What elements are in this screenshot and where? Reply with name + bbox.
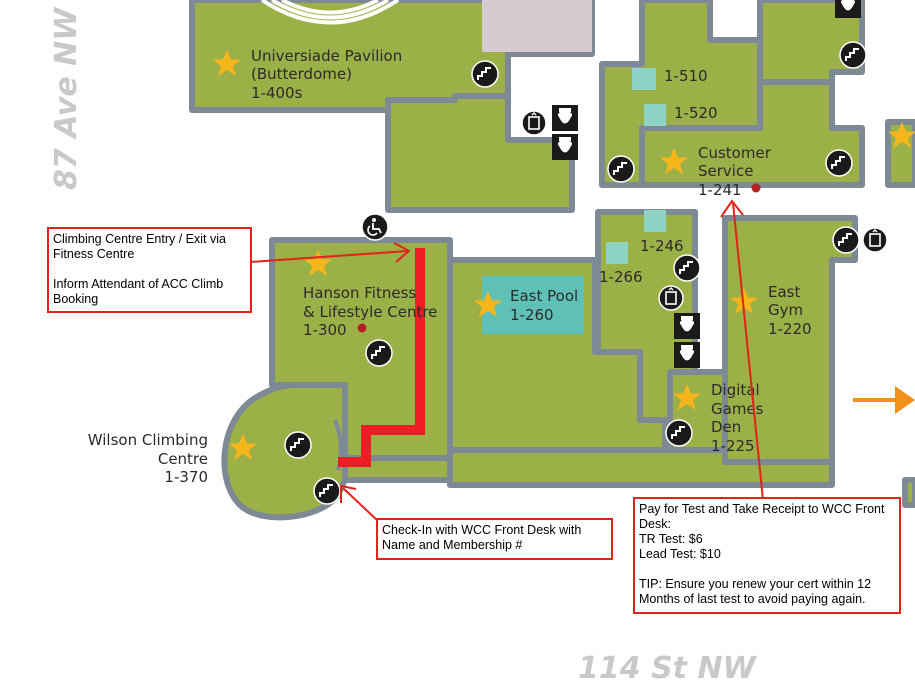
washroom-icon: [674, 313, 700, 339]
hanson-number: 1-300: [303, 321, 347, 339]
east-pool-name: East Pool: [510, 287, 578, 305]
washroom-icon: [552, 105, 578, 131]
route-path: [338, 248, 425, 467]
north-corridor-block: [385, 93, 575, 213]
east-pool-number: 1-260: [510, 306, 554, 324]
east-pool: [482, 276, 584, 334]
customer-service-number: 1-241: [698, 181, 742, 199]
info-dot-icon: [751, 183, 761, 193]
south-corridor-block: [447, 447, 835, 488]
stairs-icon: [365, 339, 393, 367]
room-1-266-label: 1-266: [599, 268, 643, 286]
hanson-name-2: & Lifestyle Centre: [303, 303, 437, 321]
building-floors: [189, 0, 915, 521]
customer-service-room: [639, 79, 865, 188]
street-114-st: 114 St NW: [578, 651, 758, 686]
customer-service-name-1: Customer: [698, 144, 772, 162]
games-den-name-2: Games: [711, 400, 764, 418]
street-87-ave: 87 Ave NW: [49, 6, 84, 190]
stairs-icon: [665, 419, 693, 447]
stairs-icon: [832, 226, 860, 254]
washroom-icon: [835, 0, 861, 18]
stairs-icon: [839, 41, 867, 69]
stairs-icon: [471, 60, 499, 88]
stairs-icon: [284, 431, 312, 459]
washroom-icon: [674, 342, 700, 368]
far-east-lower-room: [902, 477, 915, 508]
games-den-name-3: Den: [711, 418, 741, 436]
payment-note: Pay for Test and Take Receipt to WCC Fro…: [633, 497, 901, 614]
east-gym-room: [722, 215, 858, 465]
wilson-climbing-room: [221, 382, 348, 521]
elevator-shafts: [606, 68, 666, 264]
butterdome-name-2: (Butterdome): [251, 65, 352, 83]
room-1-246-label: 1-246: [640, 237, 684, 255]
stairs-icon: [673, 254, 701, 282]
elevator-icon: [658, 285, 684, 311]
butterdome-track: [260, 0, 400, 25]
checkin-note: Check-In with WCC Front Desk with Name a…: [376, 518, 613, 560]
wilson-number: 1-370: [164, 468, 208, 486]
annotation-leaders: [249, 199, 764, 522]
butterdome-number: 1-400s: [251, 84, 303, 102]
butterdome-name-1: Universiade Pavilion: [251, 47, 402, 65]
customer-service-name-2: Service: [698, 162, 753, 180]
wilson-name-2: Centre: [158, 450, 208, 468]
stairs-icon: [825, 149, 853, 177]
stairs-icon: [313, 477, 341, 505]
washroom-icon: [552, 134, 578, 160]
games-den-name-1: Digital: [711, 381, 760, 399]
elevator-icon: [521, 110, 547, 136]
elevator-icon: [862, 227, 888, 253]
hanson-name-1: Hanson Fitness: [303, 284, 416, 302]
room-1-510-label: 1-510: [664, 67, 708, 85]
east-gym-number: 1-220: [768, 320, 812, 338]
accessible-icon: [361, 213, 389, 241]
stairs-icon: [607, 155, 635, 183]
info-dot-icon: [357, 323, 367, 333]
east-gym-name-2: Gym: [768, 301, 803, 319]
wilson-name-1: Wilson Climbing: [88, 431, 208, 449]
games-den-number: 1-225: [711, 437, 755, 455]
east-gym-name-1: East: [768, 283, 800, 301]
room-1-520-label: 1-520: [674, 104, 718, 122]
entry-note: Climbing Centre Entry / Exit via Fitness…: [47, 227, 252, 313]
open-court: [482, 0, 592, 52]
direction-arrow: [853, 386, 915, 414]
